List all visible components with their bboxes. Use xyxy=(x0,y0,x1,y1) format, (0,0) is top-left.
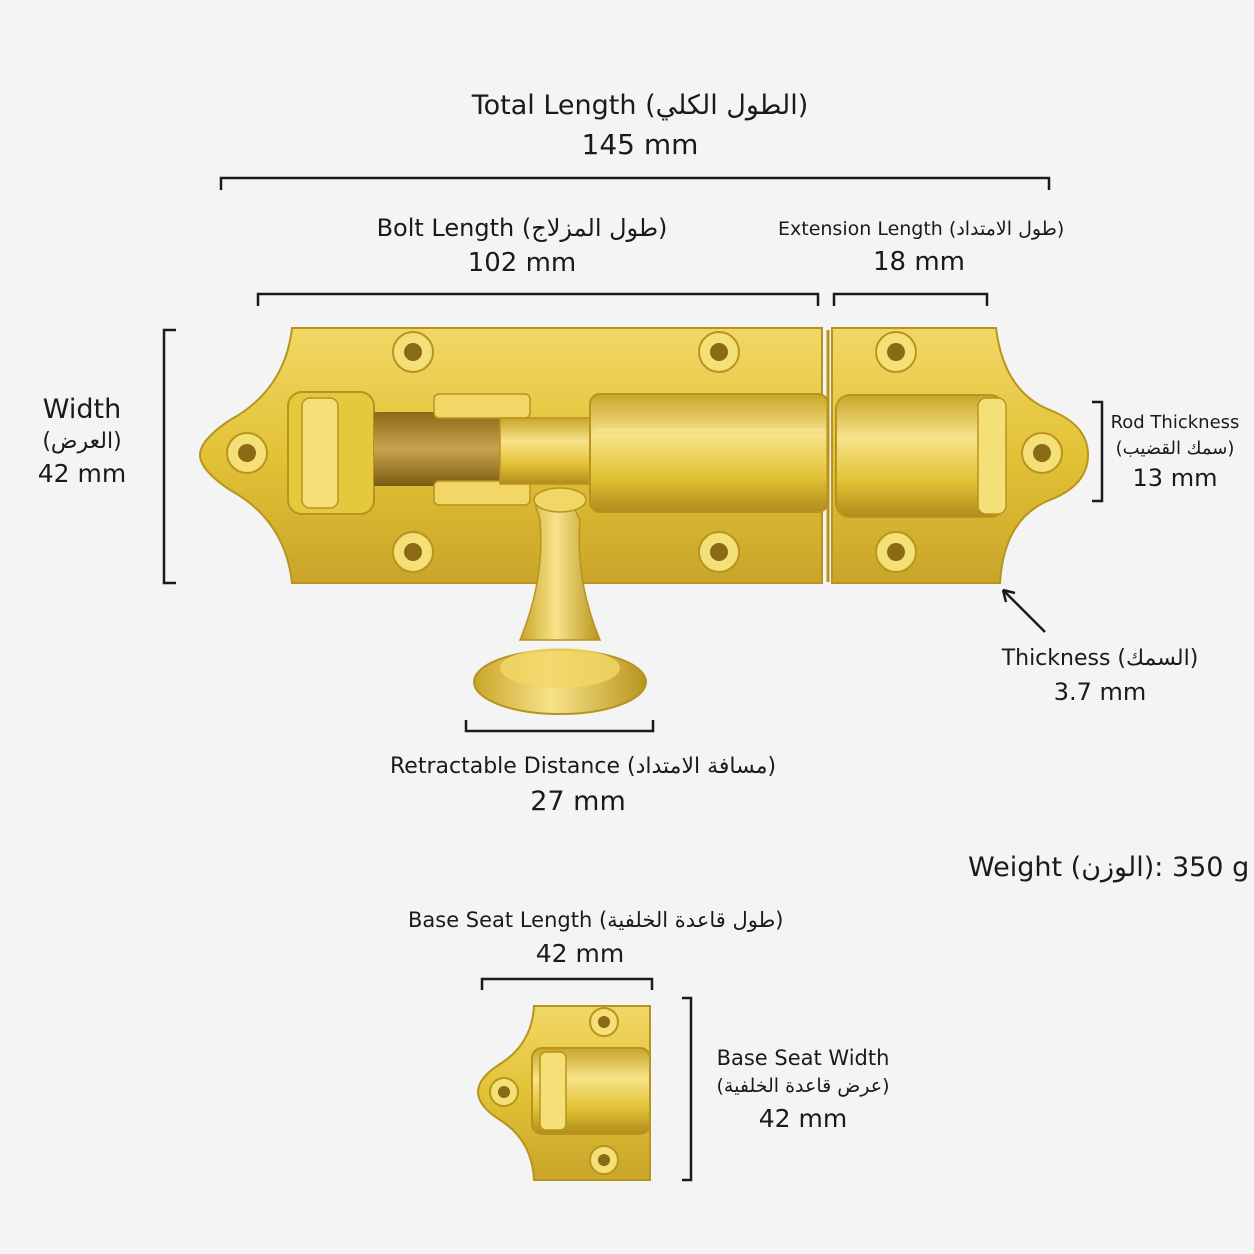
thickness-label: Thickness (السمك) 3.7 mm xyxy=(990,646,1210,706)
extension-length-bracket xyxy=(832,292,989,306)
thickness-value: 3.7 mm xyxy=(1053,678,1147,706)
total-length-label: Total Length (الطول الكلي) 145 mm xyxy=(440,92,840,159)
thickness-arrow xyxy=(1002,589,1046,633)
width-title: Width xyxy=(42,394,122,425)
base-seat-length-title: Base Seat Length (طول قاعدة الخلفية) xyxy=(408,908,784,932)
bolt-length-bracket xyxy=(256,292,820,306)
retractable-distance-title: Retractable Distance (مسافة الامتداد) xyxy=(390,754,777,779)
base-seat xyxy=(476,1005,651,1181)
bolt-length-value: 102 mm xyxy=(467,248,577,278)
base-seat-width-title-ar: (عرض قاعدة الخلفية) xyxy=(716,1075,890,1097)
base-seat-width-bracket xyxy=(682,996,693,1182)
weight-label: Weight (الوزن): 350 g xyxy=(968,852,1250,883)
rod-thickness-title-ar: (سمك القضيب) xyxy=(1115,438,1235,459)
width-value: 42 mm xyxy=(37,459,127,488)
base-seat-width-value: 42 mm xyxy=(758,1104,848,1133)
base-seat-length-value: 42 mm xyxy=(535,939,625,968)
extension-length-label: Extension Length (طول الامتداد) 18 mm xyxy=(778,218,1065,277)
knob xyxy=(473,487,647,715)
rod-thickness-label: Rod Thickness (سمك القضيب) 13 mm xyxy=(1110,412,1240,492)
base-seat-width-label: Base Seat Width (عرض قاعدة الخلفية) 42 m… xyxy=(712,1046,894,1133)
screw-holes xyxy=(226,331,740,573)
width-title-ar: (العرض) xyxy=(42,429,122,454)
thickness-title: Thickness (السمك) xyxy=(1001,646,1199,671)
retractable-distance-value: 27 mm xyxy=(530,786,626,817)
total-length-title: Total Length (الطول الكلي) xyxy=(471,90,809,121)
retractable-distance-bracket xyxy=(464,720,655,733)
dimension-lines xyxy=(162,176,1104,1182)
bolt-length-label: Bolt Length (طول المزلاج) 102 mm xyxy=(352,216,692,276)
base-seat-width-title: Base Seat Width xyxy=(716,1046,890,1070)
base-seat-length-bracket xyxy=(480,977,654,990)
bolt-plate xyxy=(198,327,829,584)
width-bracket xyxy=(162,328,176,585)
rod-thickness-title: Rod Thickness xyxy=(1110,412,1240,433)
retractable-distance-label: Retractable Distance (مسافة الامتداد) 27… xyxy=(390,754,777,817)
total-length-value: 145 mm xyxy=(581,128,699,161)
extension-length-value: 18 mm xyxy=(872,247,965,277)
width-label: Width (العرض) 42 mm xyxy=(22,396,142,486)
rod-thickness-value: 13 mm xyxy=(1132,464,1218,492)
bolt-length-title: Bolt Length (طول المزلاج) xyxy=(376,214,668,242)
rod-thickness-bracket xyxy=(1092,400,1104,503)
total-length-bracket xyxy=(219,176,1051,190)
keeper-plate xyxy=(826,327,1090,584)
extension-length-title: Extension Length (طول الامتداد) xyxy=(778,218,1065,240)
weight-text: Weight (الوزن): 350 g xyxy=(968,852,1250,883)
base-seat-length-label: Base Seat Length (طول قاعدة الخلفية) 42 … xyxy=(408,908,784,968)
